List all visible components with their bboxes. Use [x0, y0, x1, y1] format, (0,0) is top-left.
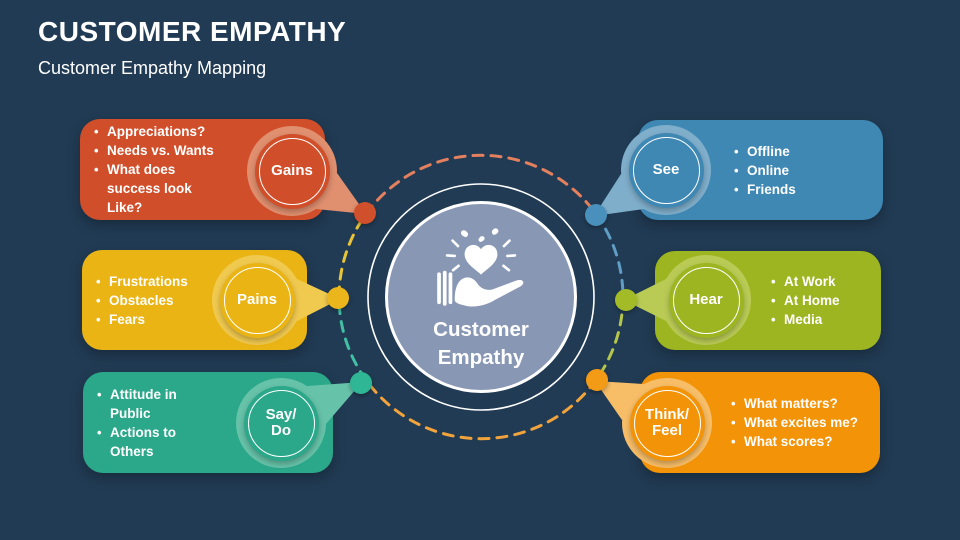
hand-holding-heart-icon [437, 228, 524, 307]
arc-right-lower-olive [594, 295, 625, 382]
arc-right-upper-blue [594, 212, 625, 299]
connector-dot-see [585, 204, 607, 226]
bubble-ring [632, 136, 700, 204]
card-gains-list: Appreciations? Needs vs. Wants What does… [93, 122, 229, 217]
bubble-pains: Pains [212, 255, 302, 345]
page-subtitle: Customer Empathy Mapping [38, 58, 267, 78]
arc-left-lower-teal [337, 295, 368, 382]
list-item: Media [770, 310, 840, 329]
bubble-gains: Gains [247, 126, 337, 216]
connector-dot-pains [327, 287, 349, 309]
bubble-ring [672, 266, 740, 334]
bubble-ring [258, 137, 326, 205]
bubble-ring [223, 266, 291, 334]
list-item: Obstacles [95, 291, 188, 310]
bubble-hear: Hear [661, 255, 751, 345]
list-item: Frustrations [95, 272, 188, 291]
card-pains-list: Frustrations Obstacles Fears [95, 272, 188, 329]
list-item: Friends [733, 180, 796, 199]
list-item: What does success look Like? [93, 160, 229, 217]
bubble-thinkfeel: Think/ Feel [622, 378, 712, 468]
list-item: Attitude in Public [96, 385, 192, 423]
list-item: Needs vs. Wants [93, 141, 229, 160]
bubble-pains-label: Pains [236, 291, 278, 308]
list-item: At Home [770, 291, 840, 310]
page-title: CUSTOMER EMPATHY [38, 16, 347, 47]
bubble-see-label: See [652, 161, 680, 178]
connector-dot-thinkfeel [586, 369, 608, 391]
arc-left-upper-yellow [337, 212, 368, 299]
list-item: Fears [95, 310, 188, 329]
bubble-hear-label: Hear [689, 291, 723, 308]
connector-dot-gains [354, 202, 376, 224]
list-item: What excites me? [730, 413, 880, 432]
bubble-saydo: Say/ Do [236, 378, 326, 468]
list-item: What matters? [730, 394, 880, 413]
connector-dot-hear [615, 289, 637, 311]
center-label: Customer Empathy [433, 318, 529, 369]
list-item: Online [733, 161, 796, 180]
list-item: Actions to Others [96, 423, 192, 461]
card-see-list: Offline Online Friends [733, 142, 796, 199]
center-badge: Customer Empathy [385, 201, 577, 393]
bubble-gains-label: Gains [271, 162, 313, 179]
bubble-ring [633, 389, 701, 457]
bubble-saydo-label: Say/ Do [265, 406, 297, 439]
list-item: What scores? [730, 432, 880, 451]
bubble-thinkfeel-label: Think/ Feel [644, 406, 690, 439]
list-item: At Work [770, 272, 840, 291]
card-thinkfeel-list: What matters? What excites me? What scor… [730, 394, 880, 451]
card-hear-list: At Work At Home Media [770, 272, 840, 329]
list-item: Appreciations? [93, 122, 229, 141]
connector-dot-saydo [350, 372, 372, 394]
bubble-see: See [621, 125, 711, 215]
card-saydo-list: Attitude in Public Actions to Others [96, 385, 192, 461]
header: CUSTOMER EMPATHY Customer Empathy Mappin… [38, 16, 346, 79]
list-item: Offline [733, 142, 796, 161]
